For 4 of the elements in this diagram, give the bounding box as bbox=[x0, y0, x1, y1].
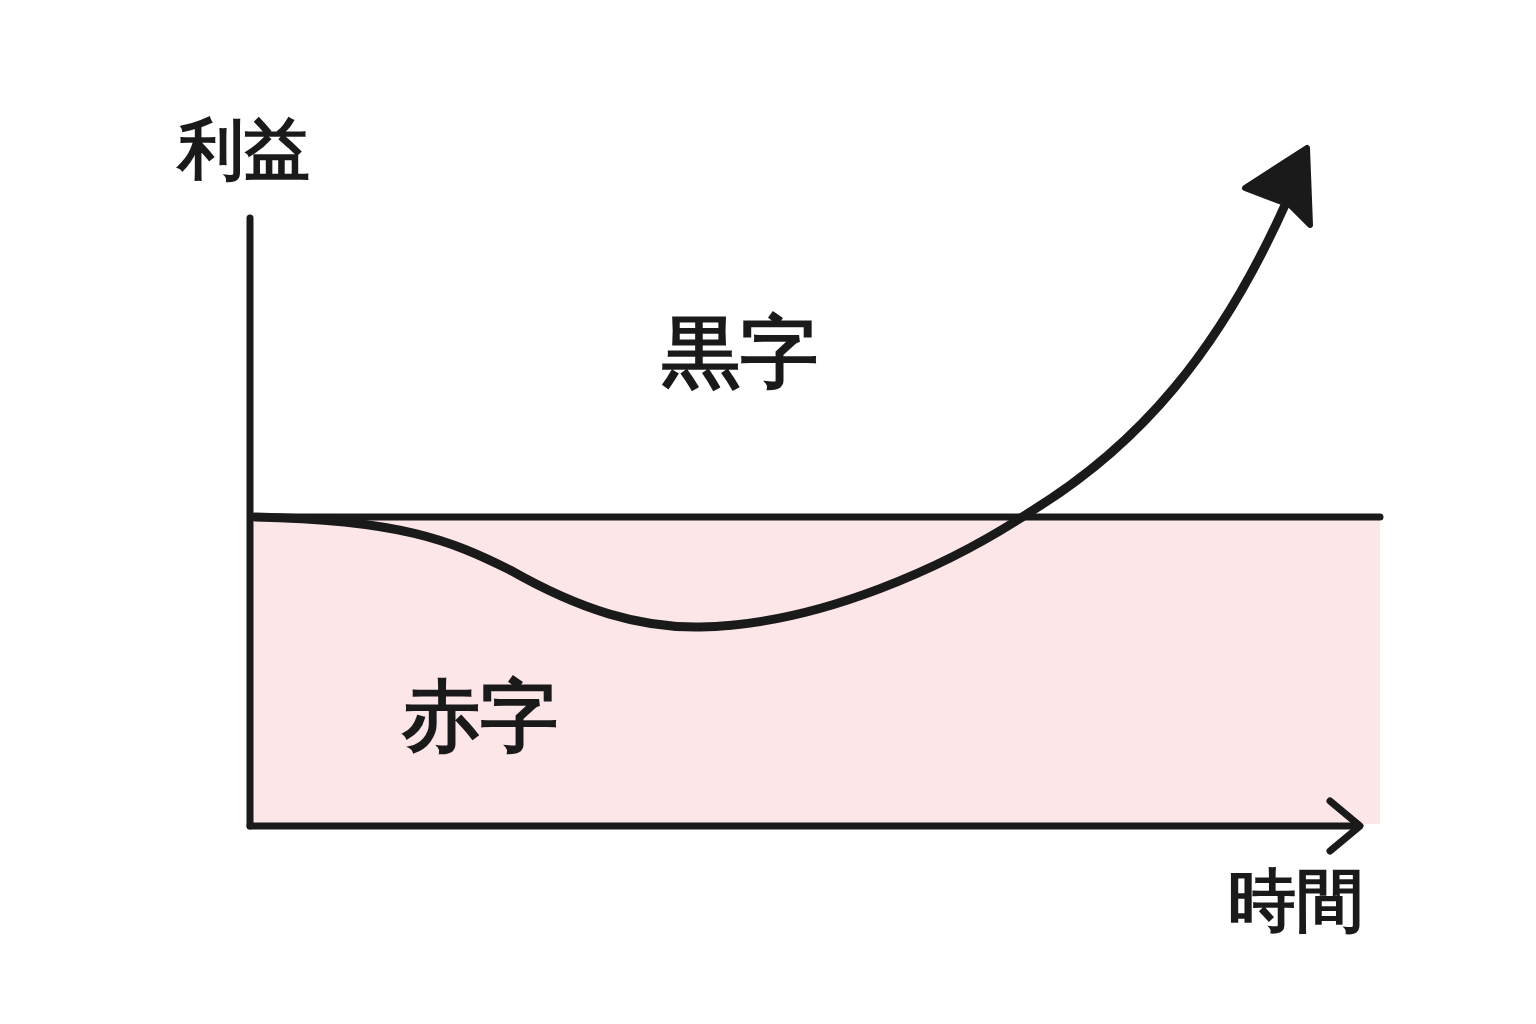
axis-label: 利益 bbox=[178, 117, 310, 183]
axis-label: 時間 bbox=[1228, 867, 1364, 935]
region-label: 黒字 bbox=[662, 313, 818, 391]
region-label: 赤字 bbox=[402, 677, 558, 755]
